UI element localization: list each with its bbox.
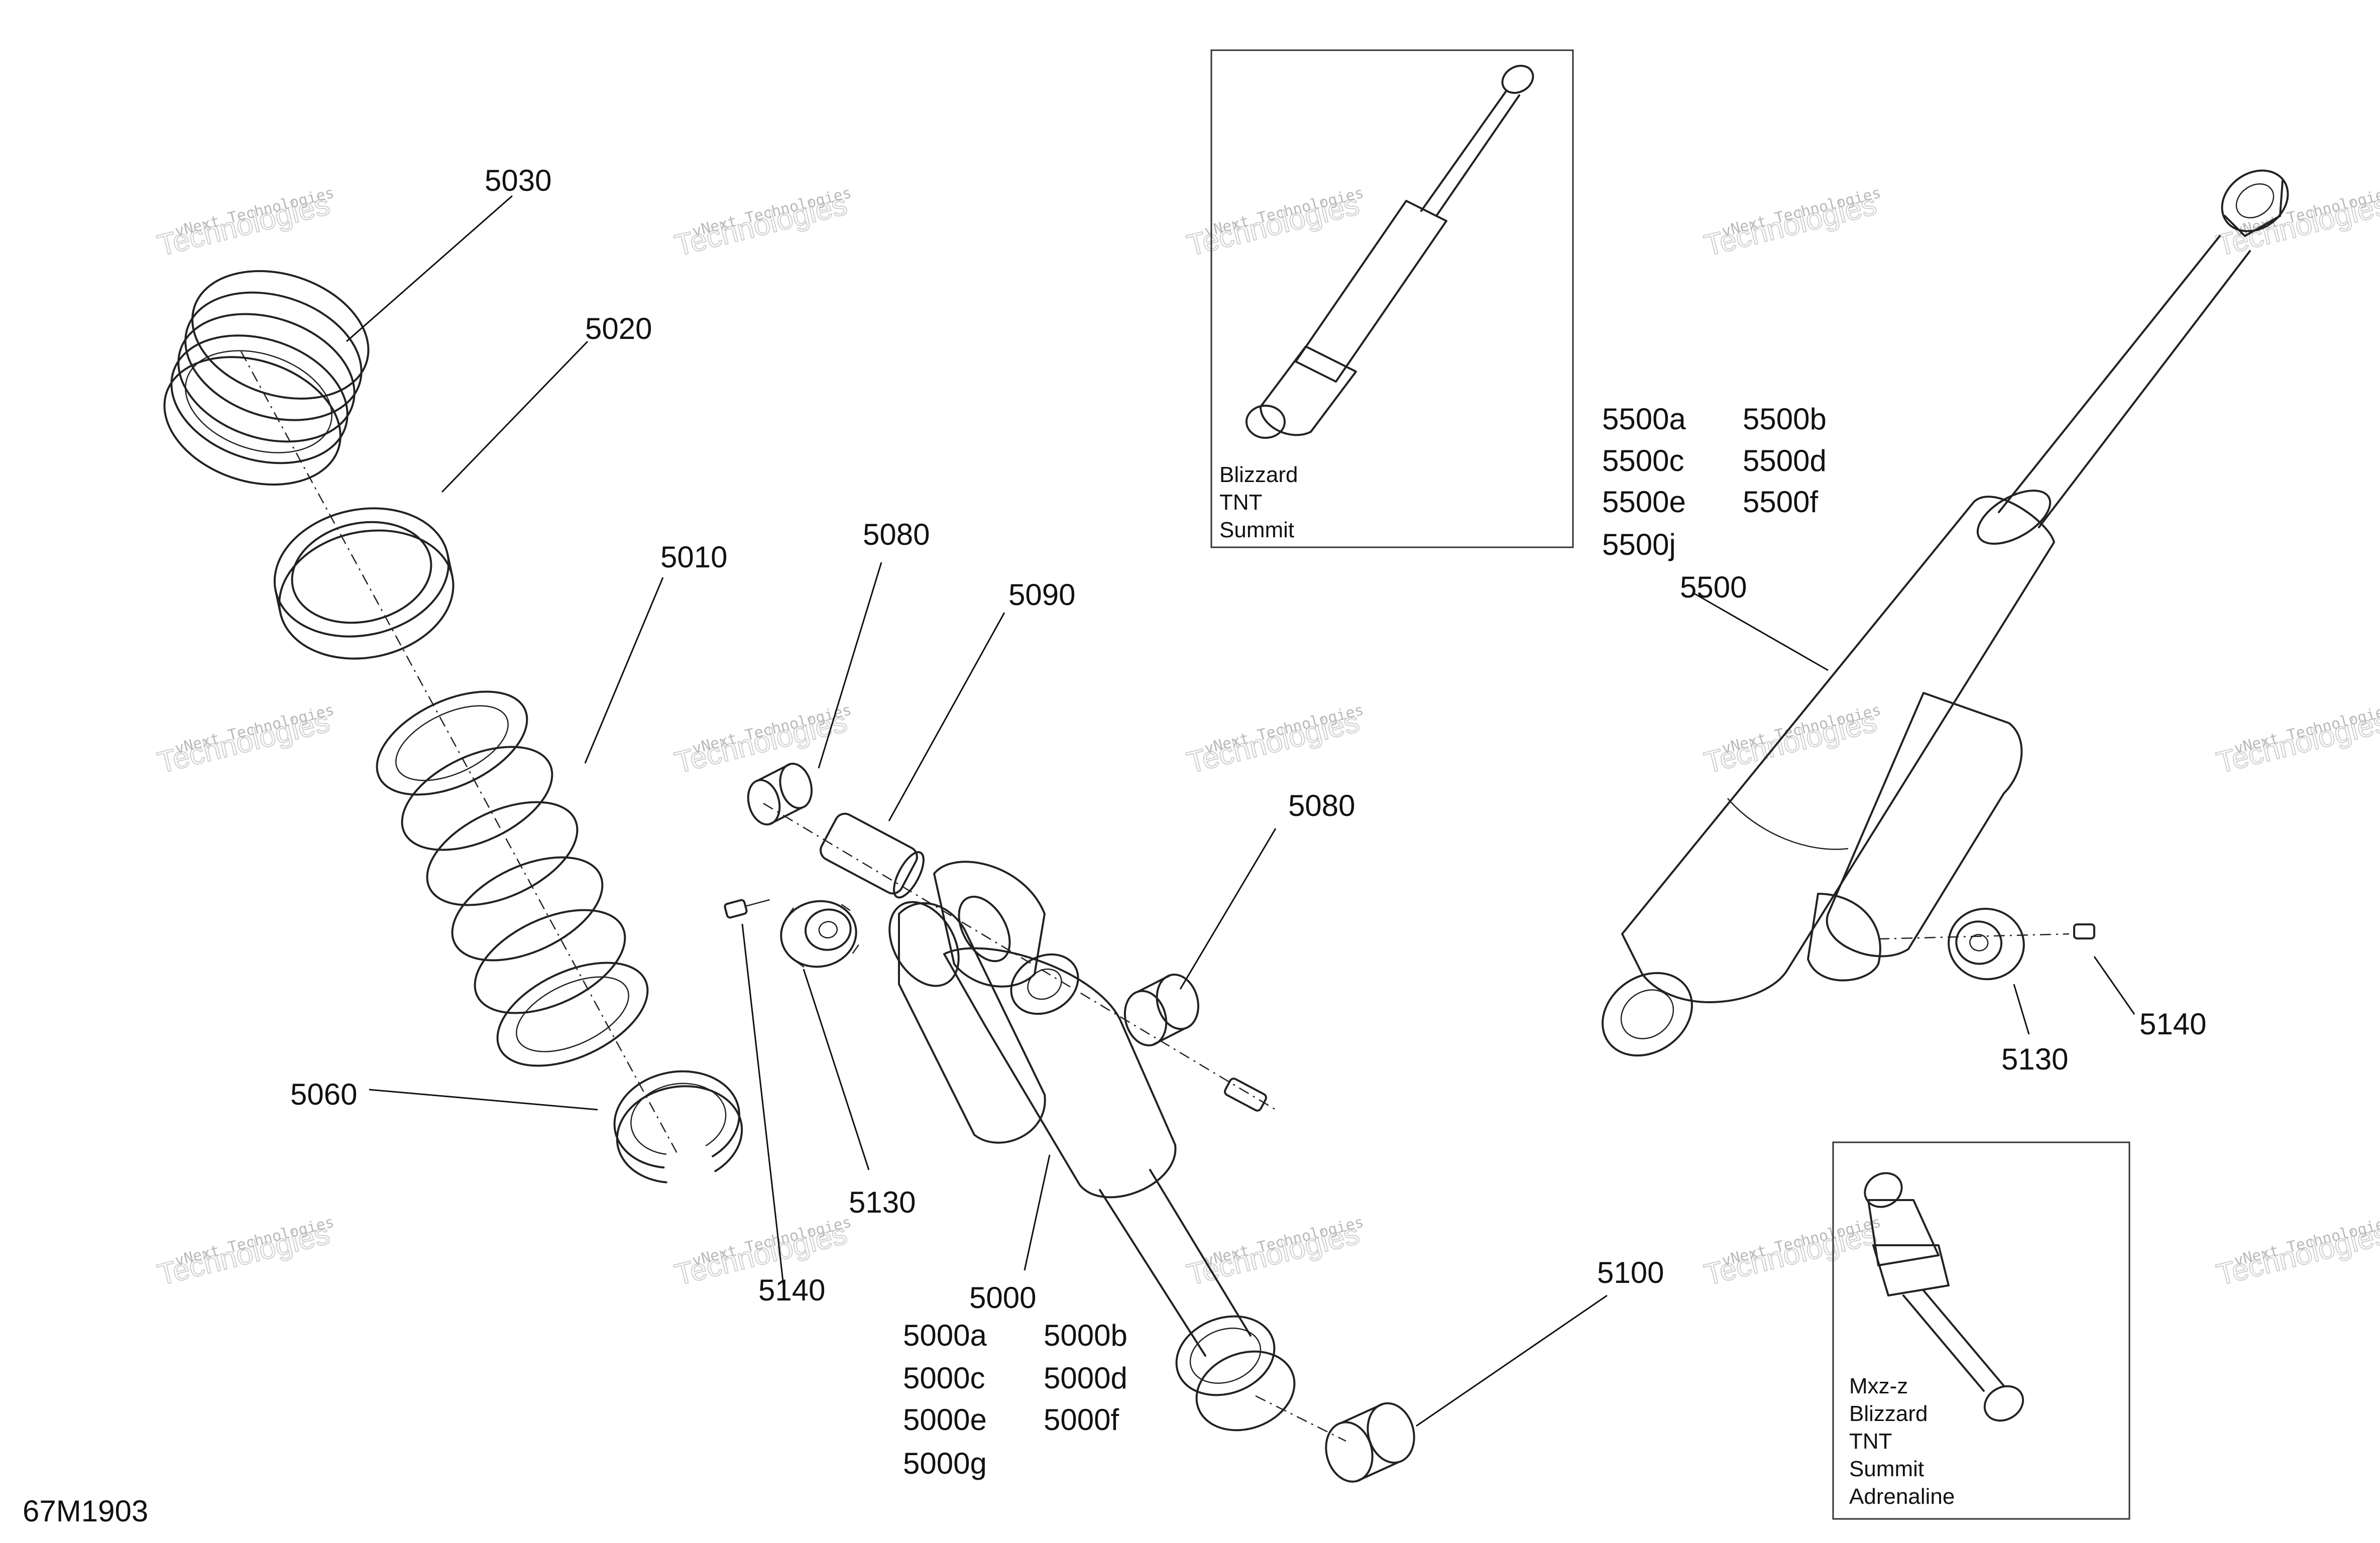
bolt: [1224, 1078, 1267, 1112]
label-5080-upper: 5080: [863, 518, 930, 551]
watermark-layer: Technologies vNext Technologies Technolo…: [154, 184, 2380, 1292]
part-5060-split-collar: [613, 1070, 743, 1183]
part-5080-bushing-lower: [1123, 974, 1199, 1046]
part-5500-shock-absorber: [1602, 169, 2289, 1057]
label-5130-left: 5130: [849, 1185, 916, 1219]
watermark: Technologies vNext Technologies: [1183, 701, 1366, 780]
diagram-code: 67M1903: [23, 1494, 148, 1528]
part-5090-spacer-sleeve: [820, 812, 925, 899]
inset-bottom-model-4: Summit: [1849, 1457, 1924, 1481]
part-5010-coil-spring: [376, 690, 649, 1067]
watermark: Technologies vNext Technologies: [2213, 184, 2380, 263]
label-5500e: 5500e: [1602, 485, 1686, 519]
part-5000-shock-absorber: [888, 861, 1296, 1432]
watermark: Technologies vNext Technologies: [1183, 1213, 1366, 1292]
label-5000c: 5000c: [903, 1361, 985, 1395]
inset-top-shock: [1245, 65, 1534, 439]
part-5140-screw-left: [724, 899, 770, 919]
part-5130-adjuster-knob-left: [780, 900, 859, 968]
inset-box-top: [1210, 49, 1574, 548]
label-5060: 5060: [290, 1078, 357, 1111]
label-5090: 5090: [1008, 578, 1075, 612]
part-5020-collar: [273, 507, 455, 660]
label-5500: 5500: [1680, 570, 1747, 604]
label-5000e: 5000e: [903, 1403, 987, 1437]
label-5010: 5010: [660, 540, 727, 574]
label-5100: 5100: [1597, 1256, 1664, 1289]
label-5500b: 5500b: [1743, 402, 1827, 436]
watermark: Technologies vNext Technologies: [1701, 184, 1883, 263]
label-5000g: 5000g: [903, 1447, 987, 1480]
inset-bottom-model-2: Blizzard: [1849, 1401, 1928, 1426]
watermark: Technologies vNext Technologies: [1701, 701, 1883, 780]
label-5500d: 5500d: [1743, 444, 1827, 478]
label-5000b: 5000b: [1044, 1319, 1127, 1352]
inset-bottom-model-3: TNT: [1849, 1429, 1892, 1454]
leader-lines: [346, 195, 2135, 1427]
watermark: Technologies vNext Technologies: [1701, 1213, 1883, 1292]
lower-axis: [1255, 1395, 1346, 1442]
inset-box-bottom: [1832, 1141, 2130, 1520]
label-5000: 5000: [969, 1281, 1036, 1315]
label-5000f: 5000f: [1044, 1403, 1119, 1437]
part-5130-adjuster-knob-right: [1948, 907, 2025, 981]
inset-bottom-shock: [1864, 1172, 2024, 1422]
inset-bottom-model-1: Mxz-z: [1849, 1374, 1908, 1398]
watermark: Technologies vNext Technologies: [154, 184, 336, 263]
watermark: Technologies vNext Technologies: [671, 184, 853, 263]
label-5130-right: 5130: [2001, 1042, 2068, 1076]
label-5500j: 5500j: [1602, 528, 1676, 561]
spring-axis: [240, 351, 679, 1155]
inset-top-model-2: TNT: [1219, 490, 1263, 515]
watermark: Technologies vNext Technologies: [2213, 1213, 2380, 1292]
watermark: Technologies vNext Technologies: [154, 1213, 336, 1292]
inset-top-model-3: Summit: [1219, 518, 1294, 542]
part-5100-bushing-bottom: [1325, 1402, 1415, 1483]
part-5030-spring-retainer: [163, 270, 370, 486]
label-5020: 5020: [585, 312, 652, 345]
watermark: Technologies vNext Technologies: [671, 701, 853, 780]
inset-top-model-1: Blizzard: [1219, 462, 1298, 487]
label-5500a: 5500a: [1602, 402, 1686, 436]
label-5080-lower: 5080: [1288, 789, 1355, 822]
label-5030: 5030: [485, 164, 551, 197]
bushing-axis: [763, 802, 1276, 1111]
label-5500f: 5500f: [1743, 485, 1818, 519]
watermark: Technologies vNext Technologies: [154, 701, 336, 780]
watermark: Technologies vNext Technologies: [2213, 701, 2380, 780]
label-5500c: 5500c: [1602, 444, 1684, 478]
label-5140-left: 5140: [758, 1273, 825, 1307]
inset-bottom-model-5: Adrenaline: [1849, 1484, 1955, 1509]
label-5140-right: 5140: [2139, 1007, 2206, 1041]
label-5000a: 5000a: [903, 1319, 987, 1352]
right-knob-axis: [1878, 933, 2070, 940]
label-5000d: 5000d: [1044, 1361, 1127, 1395]
part-5140-screw-right: [2073, 923, 2095, 939]
part-5080-bushing-upper: [747, 763, 813, 825]
